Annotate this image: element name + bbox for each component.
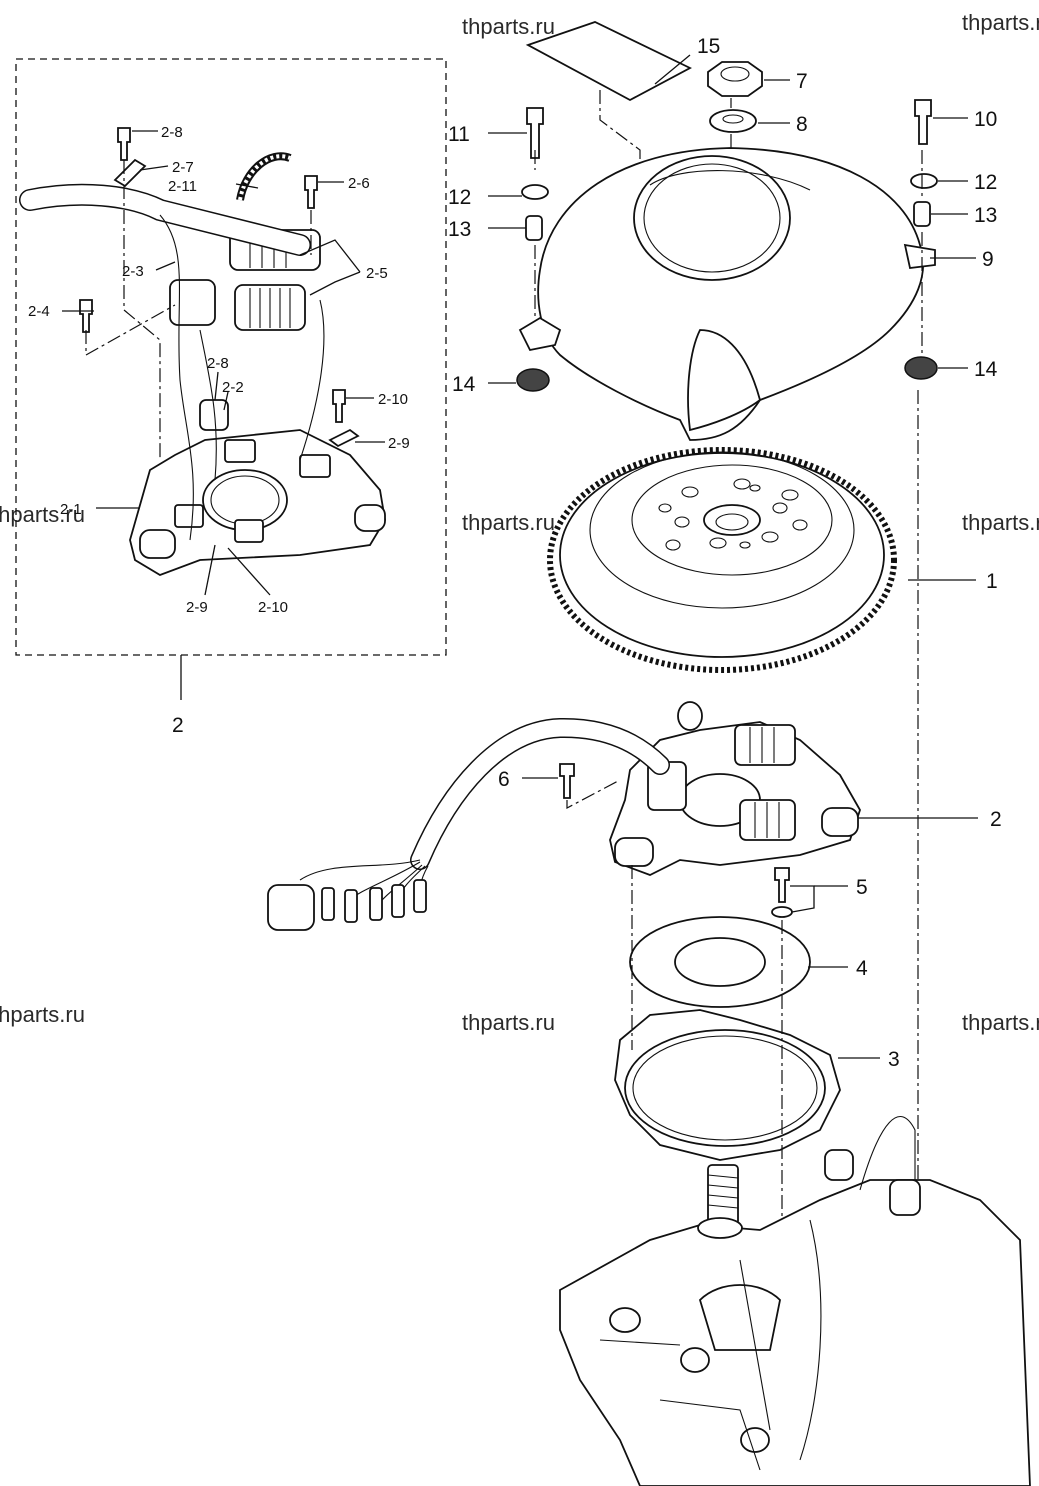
label-plate xyxy=(525,21,692,102)
stator-screw xyxy=(559,763,575,799)
watermark-text: thparts.ru xyxy=(962,10,1039,35)
watermark-text: thparts.ru xyxy=(462,14,555,39)
flywheel xyxy=(559,452,885,658)
washer xyxy=(521,184,549,200)
watermarks: thparts.ru thparts.ru thparts.ru thparts… xyxy=(0,10,1039,1035)
rubber-grommet xyxy=(516,368,550,392)
pulser-coil xyxy=(821,807,859,837)
callout-2-8: 2-8 xyxy=(207,355,229,372)
wire-terminal xyxy=(344,889,358,923)
callout-14: 14 xyxy=(452,373,476,396)
callout-11: 11 xyxy=(448,123,470,146)
callout-2-8: 2-8 xyxy=(161,124,183,141)
collar xyxy=(913,201,931,227)
callout-5: 5 xyxy=(856,876,868,899)
callout-2-11: 2-11 xyxy=(168,178,197,195)
callout-12: 12 xyxy=(974,171,997,194)
callout-14: 14 xyxy=(974,358,998,381)
stator-detail-inset: 2 xyxy=(15,58,447,737)
callout-2-5: 2-5 xyxy=(366,265,388,282)
callout-8: 8 xyxy=(796,113,808,136)
watermark-text: thparts.ru xyxy=(462,1010,555,1035)
watermark-text: thparts.ru xyxy=(462,510,555,535)
engine-crankcase xyxy=(559,1116,1031,1486)
watermark-text: thparts.ru xyxy=(0,502,85,527)
harness-wires xyxy=(299,859,429,906)
washer xyxy=(910,173,938,189)
callout-10: 10 xyxy=(974,108,997,131)
callout-12: 12 xyxy=(448,186,471,209)
callout-13: 13 xyxy=(974,204,997,227)
wire-terminal xyxy=(413,879,427,913)
callout-4: 4 xyxy=(856,957,868,980)
callout-2-3: 2-3 xyxy=(122,263,144,280)
callout-2-2: 2-2 xyxy=(222,379,244,396)
cover-bolt xyxy=(526,107,544,159)
pulser-coil xyxy=(139,529,176,559)
screw xyxy=(332,389,346,423)
callout-1: 1 xyxy=(986,570,998,593)
wire-clamp xyxy=(113,158,147,188)
callout-13: 13 xyxy=(448,218,471,241)
callout-6: 6 xyxy=(498,768,510,791)
plate-washer xyxy=(771,906,793,918)
watermark-text: thparts.ru xyxy=(962,1010,1039,1035)
callout-2-7: 2-7 xyxy=(172,159,194,176)
rubber-grommet xyxy=(904,356,938,380)
flywheel-holes xyxy=(658,478,808,551)
callout-2-6: 2-6 xyxy=(348,175,370,192)
callout-2: 2 xyxy=(990,808,1002,831)
collar xyxy=(525,215,543,241)
stator-coil xyxy=(734,724,796,766)
cover-mount-tab xyxy=(518,316,562,352)
callout-2-10: 2-10 xyxy=(258,599,288,616)
screw xyxy=(117,127,131,161)
plate-bolt xyxy=(774,867,790,903)
main-exploded-view: 15 7 8 10 11 12 12 xyxy=(267,21,1031,1486)
callout-9: 9 xyxy=(982,248,994,271)
coil-bracket xyxy=(169,279,216,326)
flywheel-washer xyxy=(709,109,757,133)
callout-2-inset: 2 xyxy=(172,714,184,737)
cable-tie xyxy=(236,152,292,201)
cover-bolt xyxy=(914,99,932,145)
screw xyxy=(304,175,318,209)
flywheel-nut xyxy=(707,61,763,97)
callout-7: 7 xyxy=(796,70,808,93)
callout-2-9: 2-9 xyxy=(186,599,208,616)
wire-terminal xyxy=(391,884,405,918)
wire-clamp xyxy=(328,428,360,448)
callout-2-9: 2-9 xyxy=(388,435,410,452)
wire-connector xyxy=(267,884,315,931)
watermark-text: thparts.ru xyxy=(962,510,1039,535)
pulser-coil xyxy=(354,504,386,532)
cover-mount-tab xyxy=(903,243,936,269)
callout-15: 15 xyxy=(697,35,720,58)
watermark-text: thparts.ru xyxy=(0,1002,85,1027)
callout-2-4: 2-4 xyxy=(28,303,50,320)
wire-terminal xyxy=(369,887,383,921)
callout-2-10: 2-10 xyxy=(378,391,408,408)
wire-terminal xyxy=(321,887,335,921)
pulser-coil xyxy=(614,837,654,867)
callout-3: 3 xyxy=(888,1048,900,1071)
screw xyxy=(79,299,93,333)
callout-2-1: 2-1 xyxy=(60,501,82,518)
